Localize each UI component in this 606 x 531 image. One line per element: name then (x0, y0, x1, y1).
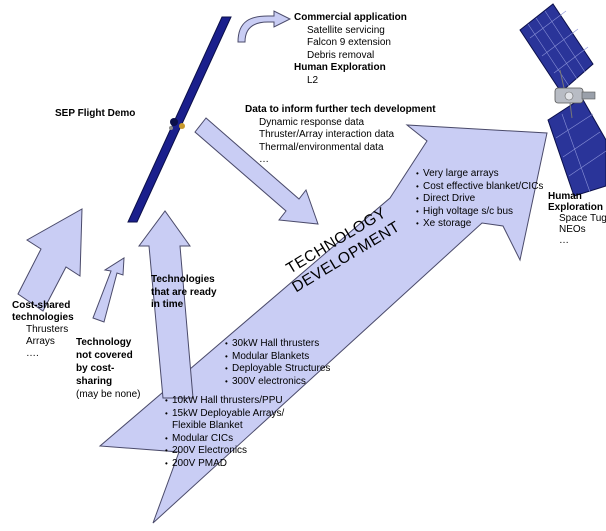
human-exploration-right-title-2: Exploration (548, 202, 604, 213)
sep-satellite-icon (127, 16, 232, 223)
tech-ready-arrow (138, 210, 194, 399)
data-inform-item: Thermal/environmental data (259, 141, 384, 153)
cost-shared-line-1: Cost-shared (12, 300, 71, 311)
tech-ready-line-3: in time (151, 299, 184, 310)
data-inform-block: Data to inform further tech development … (245, 104, 436, 167)
cost-shared-block: Cost-shared technologies Thrusters Array… (12, 300, 74, 360)
low-bullet-continuation: Flexible Blanket (172, 420, 243, 431)
not-covered-line-1: Technology (76, 337, 132, 348)
low-bullet-item: 200V PMAD (165, 458, 284, 471)
human-exploration-right-item: NEOs (559, 224, 586, 235)
mid-bullet-item: Deployable Structures (225, 363, 330, 376)
data-inform-item: … (259, 154, 269, 165)
arrow-bullet-item: Cost effective blanket/CICs (416, 181, 543, 194)
not-covered-line-3: by cost- (76, 363, 115, 374)
human-exploration-right-item: … (559, 235, 569, 246)
commercial-application-title: Commercial application (294, 12, 407, 23)
low-bullet-item: Modular CICs (165, 433, 284, 446)
not-covered-note: (may be none) (76, 389, 141, 400)
commercial-application-block: Commercial application Satellite servici… (294, 12, 407, 87)
cost-shared-line-2: technologies (12, 312, 74, 323)
not-covered-line-4: sharing (76, 376, 113, 387)
mid-bullet-item: Modular Blankets (225, 351, 330, 364)
human-exploration-right-item: Space Tug (559, 213, 606, 224)
not-covered-block: Technology not covered by cost- sharing … (76, 336, 140, 401)
sep-flight-demo-label: SEP Flight Demo (55, 108, 136, 119)
cost-shared-item: …. (26, 348, 39, 359)
cost-shared-item: Thrusters (26, 324, 69, 335)
spacecraft-icon (519, 3, 606, 197)
commercial-item: Satellite servicing (307, 24, 385, 36)
human-exploration-top-item: L2 (307, 74, 319, 86)
low-bullet-item: 15kW Deployable Arrays/ (165, 408, 284, 421)
mid-bullet-item: 30kW Hall thrusters (225, 338, 330, 351)
arrow-bullet-item: Xe storage (416, 218, 543, 231)
arrow-bullet-item: Direct Drive (416, 193, 543, 206)
commercial-item: Falcon 9 extension (307, 37, 391, 48)
human-exploration-right-title-1: Human (548, 191, 582, 202)
low-bullet-item: 10kW Hall thrusters/PPU (165, 395, 284, 408)
human-exploration-top-title: Human Exploration (294, 62, 386, 73)
arrow-head-bullets: Very large arrays Cost effective blanket… (416, 168, 543, 231)
mid-bullets: 30kW Hall thrusters Modular Blankets Dep… (225, 338, 330, 388)
data-inform-item: Thruster/Array interaction data (259, 129, 395, 140)
tech-ready-line-1: Technologies (151, 274, 215, 285)
mid-bullet-item: 300V electronics (225, 376, 330, 389)
arrow-bullet-item: High voltage s/c bus (416, 206, 543, 219)
commercial-item: Debris removal (307, 49, 375, 61)
cost-shared-item: Arrays (26, 336, 55, 347)
tech-ready-label: Technologies that are ready in time (151, 274, 217, 312)
human-exploration-right-block: Human Exploration Space Tug NEOs … (548, 191, 606, 246)
data-inform-arrow (194, 117, 319, 225)
cost-shared-arrow (17, 208, 83, 312)
commercial-curved-arrow (237, 10, 292, 43)
low-bullets: 10kW Hall thrusters/PPU 15kW Deployable … (165, 395, 284, 470)
tech-ready-line-2: that are ready (151, 286, 217, 298)
not-covered-arrow (92, 257, 125, 323)
data-inform-title: Data to inform further tech development (245, 104, 436, 115)
not-covered-line-2: not covered (76, 350, 133, 361)
arrow-bullet-item: Very large arrays (416, 168, 543, 181)
data-inform-item: Dynamic response data (259, 116, 365, 128)
low-bullet-item: 200V Electronics (165, 445, 284, 458)
